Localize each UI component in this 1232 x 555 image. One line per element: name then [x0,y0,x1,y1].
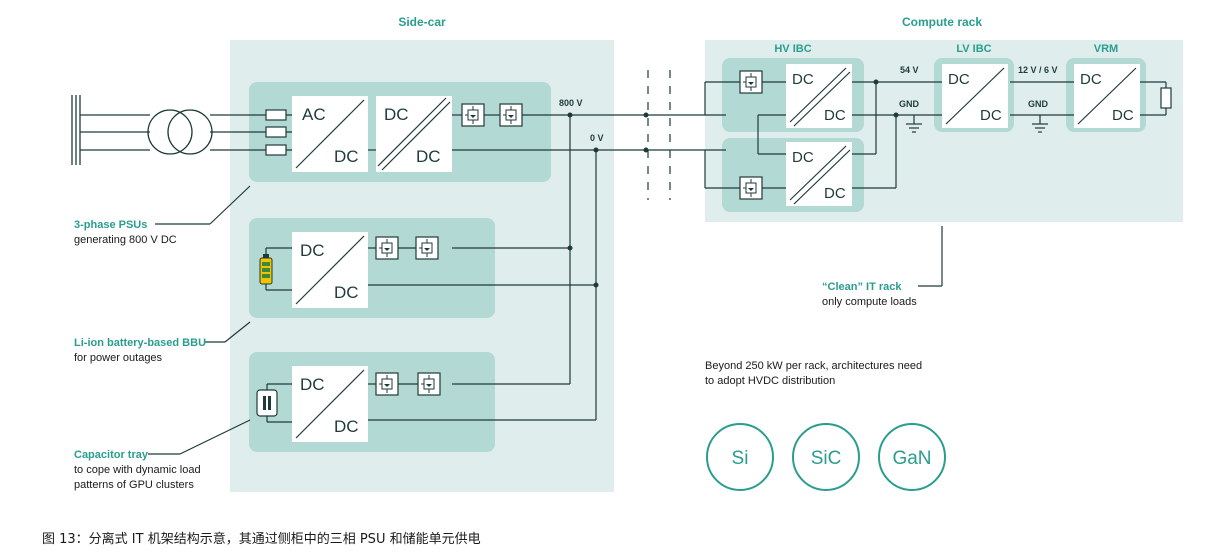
svg-text:DC: DC [824,185,846,202]
svg-text:AC: AC [302,105,326,124]
label-54v: 54 V [900,65,919,75]
svg-text:GaN: GaN [892,448,931,469]
label-12v-6v: 12 V / 6 V [1018,65,1058,75]
clean-rack-annotation-title: “Clean” IT rack [822,281,902,293]
switch-icon [739,176,763,200]
svg-text:Si: Si [732,448,749,469]
bus-junction-dots [567,112,649,288]
ac-dc-converter: AC DC [292,96,368,172]
rack-boundary-dashes [647,70,671,200]
bbu-module [249,218,495,318]
vrm-label: VRM [1094,43,1118,55]
svg-text:DC: DC [416,147,441,166]
svg-text:DC: DC [300,241,325,260]
svg-text:DC: DC [300,375,325,394]
hvdc-note-line-2: to adopt HVDC distribution [705,375,835,387]
vrm-converter: DC DC [1074,64,1140,128]
hv-ibc-converter-bottom: DC DC [786,142,852,206]
hvdc-note-line-1: Beyond 250 kW per rack, architectures ne… [705,360,922,372]
compute-wiring [704,81,1167,189]
svg-text:DC: DC [792,149,814,166]
switch-icon [461,103,485,127]
capacitor-annotation-desc-1: to cope with dynamic load [74,464,201,476]
switch-icon [739,70,763,94]
hv-ibc-converter-top: DC DC [786,64,852,128]
figure-caption: 图 13：分离式 IT 机架结构示意，其通过侧柜中的三相 PSU 和储能单元供电 [42,532,481,547]
svg-text:DC: DC [334,283,359,302]
svg-text:DC: DC [1112,107,1134,124]
compute-rack-title: Compute rack [902,15,982,29]
dc-dc-isolated-converter: DC DC [376,96,452,172]
annotation-leaders [148,185,943,455]
ground-symbols [906,123,1048,133]
label-0v: 0 V [590,133,604,143]
three-phase-grid [71,95,292,165]
hv-ibc-label: HV IBC [774,43,811,55]
svg-text:DC: DC [980,107,1002,124]
bbu-dc-dc-converter: DC DC [292,232,368,308]
capacitor-annotation-title: Capacitor tray [74,449,149,461]
switch-icon [417,372,441,396]
lv-ibc-converter: DC DC [942,64,1008,128]
bbu-annotation-desc: for power outages [74,352,163,364]
svg-text:DC: DC [334,147,359,166]
capacitor-icon [256,389,278,417]
bbu-annotation-title: Li-ion battery-based BBU [74,337,206,349]
lv-ibc-label: LV IBC [956,43,991,55]
svg-text:DC: DC [334,417,359,436]
label-gnd-2: GND [1028,99,1049,109]
psu-annotation-desc: generating 800 V DC [74,234,177,246]
label-800v: 800 V [559,98,583,108]
transformer-icon [147,109,213,155]
switch-icon [375,372,399,396]
svg-text:SiC: SiC [811,448,842,469]
material-sic: SiC [792,423,860,491]
material-si: Si [706,423,774,491]
capacitor-annotation-desc-2: patterns of GPU clusters [74,479,194,491]
svg-text:DC: DC [948,71,970,88]
clean-rack-annotation-desc: only compute loads [822,296,917,308]
switch-icon [499,103,523,127]
switch-icon [375,236,399,260]
capacitor-dc-dc-converter: DC DC [292,366,368,442]
psu-annotation-title: 3-phase PSUs [74,219,147,231]
compute-junction-dots [873,79,899,118]
sidecar-title: Side-car [398,15,446,29]
svg-text:DC: DC [384,105,409,124]
switch-icon [415,236,439,260]
svg-text:DC: DC [1080,71,1102,88]
svg-text:DC: DC [792,71,814,88]
label-gnd-1: GND [899,99,920,109]
capacitor-module [249,352,495,452]
fuse-icons [265,109,287,156]
material-gan: GaN [878,423,946,491]
battery-icon [259,254,273,285]
svg-text:DC: DC [824,107,846,124]
load-resistor-icon [1160,87,1172,109]
